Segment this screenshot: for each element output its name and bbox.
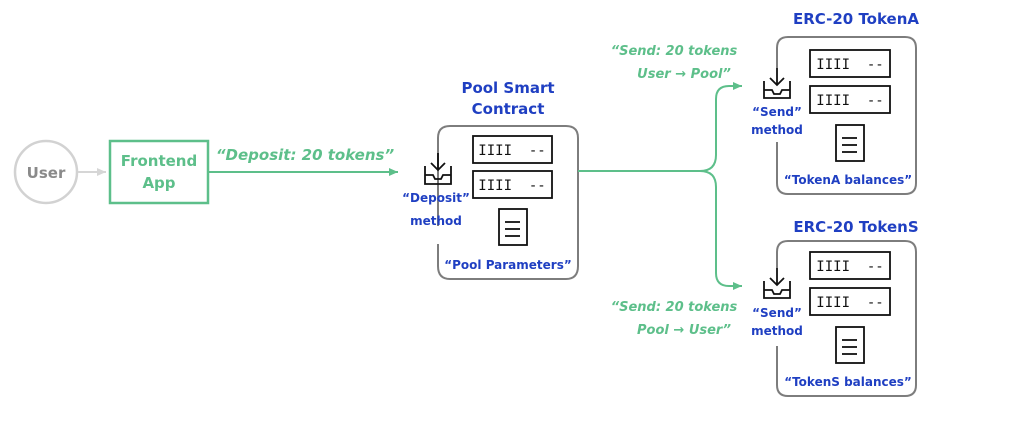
token-a-document-icon xyxy=(835,124,865,162)
deposit-call-label: “Deposit: 20 tokens” xyxy=(216,146,395,164)
frontend-node: Frontend App xyxy=(108,139,210,205)
token-a-container xyxy=(776,36,917,195)
token-s-method-line1: “Send” xyxy=(752,306,802,320)
user-label: User xyxy=(27,164,66,182)
pool-document-icon xyxy=(498,208,528,246)
token-s-balances-label: “TokenS balances” xyxy=(784,375,912,389)
token-a-contract: ERC-20 TokenA “Send” method IIII -- IIII… xyxy=(751,10,919,195)
frontend-label-line2: App xyxy=(142,174,175,192)
pool-params-label: “Pool Parameters” xyxy=(444,258,572,272)
send-to-user-line2: Pool → User” xyxy=(637,323,731,338)
token-a-storage-row-1 xyxy=(809,49,891,78)
send-to-pool-line2: User → Pool” xyxy=(637,67,731,82)
token-a-storage-row-2 xyxy=(809,85,891,114)
token-a-method-line1: “Send” xyxy=(752,105,802,119)
pool-method-line2: method xyxy=(410,214,462,228)
pool-container xyxy=(437,125,579,280)
pool-contract: Pool Smart Contract “Deposit” method III… xyxy=(402,79,579,280)
user-node: User xyxy=(13,139,79,205)
token-a-storage-row-2-text: IIII -- xyxy=(816,93,883,109)
pool-title-line2: Contract xyxy=(472,100,545,118)
token-s-method-line2: method xyxy=(751,324,803,338)
pool-to-tokens-connector xyxy=(578,82,742,290)
token-s-storage-row-1-text: IIII -- xyxy=(816,259,883,275)
token-s-storage-row-2 xyxy=(809,287,891,316)
token-a-storage-row-1-text: IIII -- xyxy=(816,57,883,73)
token-s-title: ERC-20 TokenS xyxy=(793,218,918,236)
frontend-box xyxy=(108,139,210,205)
token-a-method-line2: method xyxy=(751,123,803,137)
token-s-document-icon xyxy=(835,326,865,364)
pool-storage-row-1-text: IIII -- xyxy=(478,143,545,159)
token-s-inbox-icon xyxy=(763,268,791,299)
user-circle xyxy=(13,139,79,205)
token-a-inbox-icon xyxy=(763,68,791,99)
token-a-balances-label: “TokenA balances” xyxy=(784,173,912,187)
token-a-title: ERC-20 TokenA xyxy=(793,10,919,28)
send-to-pool-line1: “Send: 20 tokens xyxy=(611,44,738,59)
arrow-to-token-a xyxy=(699,82,742,172)
arrow-to-token-s xyxy=(699,170,742,290)
token-s-container xyxy=(776,240,917,397)
pool-storage-row-2-text: IIII -- xyxy=(478,178,545,194)
pool-storage-row-1 xyxy=(472,135,553,164)
token-s-storage-row-2-text: IIII -- xyxy=(816,295,883,311)
token-s-storage-row-1 xyxy=(809,251,891,280)
send-to-user-line1: “Send: 20 tokens xyxy=(611,300,738,315)
frontend-label-line1: Frontend xyxy=(121,152,197,170)
pool-title-line1: Pool Smart xyxy=(461,79,554,97)
token-s-contract: ERC-20 TokenS “Send” method IIII -- IIII… xyxy=(751,218,919,397)
pool-method-line1: “Deposit” xyxy=(402,191,470,205)
deposit-inbox-icon xyxy=(424,153,452,185)
pool-storage-row-2 xyxy=(472,170,553,199)
